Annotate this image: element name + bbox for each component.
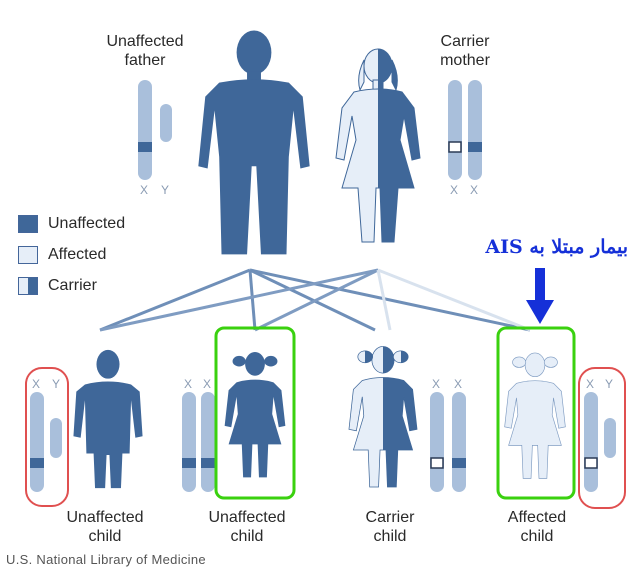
line-mother-child1 <box>100 270 378 330</box>
mother-chr-label-1: X <box>450 183 458 197</box>
legend-item-carrier: Carrier <box>18 275 97 297</box>
line-father-child4 <box>250 270 530 330</box>
child1-label-line2: child <box>40 527 170 546</box>
child3-chromosomes <box>430 392 466 492</box>
child2-chr-label-2: X <box>203 377 211 391</box>
legend-label-carrier: Carrier <box>48 277 97 295</box>
child3-label-line1: Carrier <box>325 508 455 527</box>
legend-label-affected: Affected <box>48 246 106 264</box>
child4-chromosomes <box>584 392 616 492</box>
line-father-child2 <box>250 270 255 330</box>
child1-figure <box>73 350 142 488</box>
mother-chr-label-2: X <box>470 183 478 197</box>
line-father-child1 <box>100 270 250 330</box>
mother-label: Carrier mother <box>410 32 520 70</box>
child4-figure <box>505 353 566 478</box>
child3-label: Carrier child <box>325 508 455 546</box>
legend-label-unaffected: Unaffected <box>48 215 125 233</box>
child2-label-line2: child <box>182 527 312 546</box>
legend-swatch-carrier <box>18 277 38 295</box>
child2-chr-label-1: X <box>184 377 192 391</box>
child1-chr-label-1: X <box>32 377 40 391</box>
father-chr-label-2: Y <box>161 183 169 197</box>
father-chromosomes <box>138 80 172 180</box>
child2-label: Unaffected child <box>182 508 312 546</box>
child3-chr-label-1: X <box>432 377 440 391</box>
father-figure <box>198 30 309 254</box>
child1-chr-label-2: Y <box>52 377 60 391</box>
mother-label-line2: mother <box>410 51 520 70</box>
legend-swatch-affected <box>18 246 38 264</box>
mother-label-line1: Carrier <box>410 32 520 51</box>
line-mother-child4 <box>378 270 530 330</box>
father-label-line1: Unaffected <box>80 32 210 51</box>
child1-chromosomes <box>30 392 62 492</box>
child4-label-line2: child <box>472 527 602 546</box>
child4-chr-label-2: Y <box>605 377 613 391</box>
ais-patient-annotation: بیمار مبتلا به AIS <box>428 236 628 258</box>
father-label-line2: father <box>80 51 210 70</box>
inheritance-lines <box>100 270 530 330</box>
child3-figure <box>349 346 417 487</box>
child1-label: Unaffected child <box>40 508 170 546</box>
legend-swatch-unaffected <box>18 215 38 233</box>
mother-chromosomes <box>448 80 482 180</box>
child4-label: Affected child <box>472 508 602 546</box>
child4-label-line1: Affected <box>472 508 602 527</box>
child2-chromosomes <box>182 392 215 492</box>
father-chr-label-1: X <box>140 183 148 197</box>
mother-figure <box>336 49 420 242</box>
father-label: Unaffected father <box>80 32 210 70</box>
child4-chr-label-1: X <box>586 377 594 391</box>
legend-item-unaffected: Unaffected <box>18 213 125 235</box>
child3-chr-label-2: X <box>454 377 462 391</box>
child1-label-line1: Unaffected <box>40 508 170 527</box>
child2-label-line1: Unaffected <box>182 508 312 527</box>
legend-item-affected: Affected <box>18 244 106 266</box>
pointer-arrow <box>526 268 554 324</box>
source-credit: U.S. National Library of Medicine <box>6 552 206 567</box>
child2-figure <box>225 352 286 477</box>
child3-label-line2: child <box>325 527 455 546</box>
